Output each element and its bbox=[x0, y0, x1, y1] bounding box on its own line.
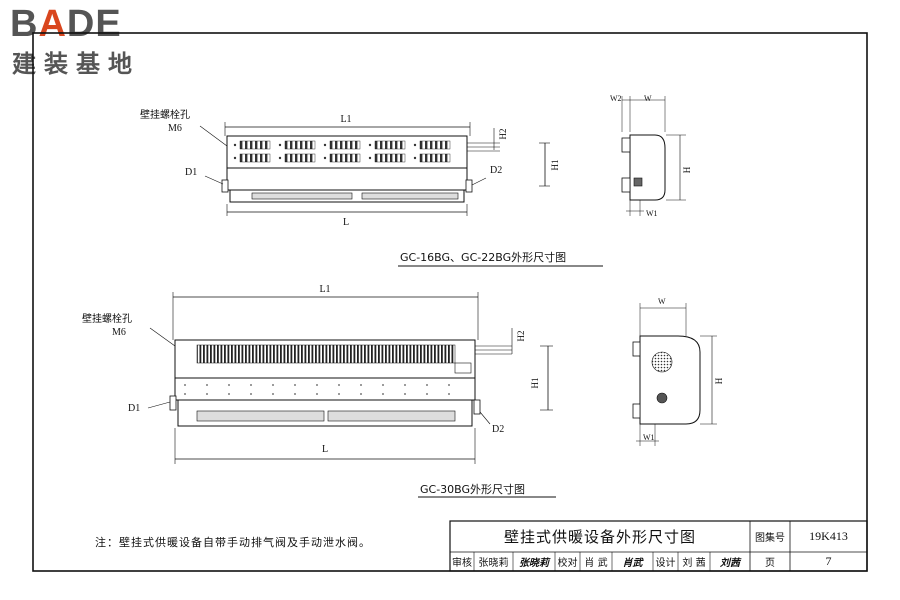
panel-dot bbox=[338, 384, 340, 386]
drawing2-caption: GC-30BG外形尺寸图 bbox=[420, 482, 525, 496]
title-block-title: 壁挂式供暖设备外形尺寸图 bbox=[503, 528, 696, 546]
grill-block bbox=[239, 153, 271, 163]
panel-dot bbox=[250, 384, 252, 386]
drawing1-side-view: W2 W W1 H bbox=[610, 94, 692, 218]
reviewer-name: 张晓莉 bbox=[478, 558, 509, 569]
panel-dot bbox=[294, 393, 296, 395]
panel-dot bbox=[250, 393, 252, 395]
d2-side-w1: W1 bbox=[643, 433, 655, 442]
grill-screw bbox=[368, 143, 372, 147]
drawing2-side-view: W W1 H bbox=[632, 297, 724, 446]
panel-dot bbox=[382, 384, 384, 386]
grill-block bbox=[239, 140, 271, 150]
designer-signature: 刘茜 bbox=[720, 558, 740, 569]
panel-dot bbox=[426, 384, 428, 386]
d2-bolt-hole-label: 壁挂螺栓孔 bbox=[82, 312, 132, 325]
logo-accent-letter: A bbox=[38, 3, 67, 45]
panel-dot bbox=[228, 384, 230, 386]
grill-block bbox=[374, 153, 406, 163]
grill-block bbox=[419, 153, 451, 163]
d1-side-w: W bbox=[644, 94, 652, 103]
panel-dot bbox=[426, 393, 428, 395]
panel-dot bbox=[448, 393, 450, 395]
grill-block bbox=[284, 140, 316, 150]
grill-screw bbox=[233, 156, 237, 160]
panel-dot bbox=[404, 384, 406, 386]
review-label: 审核 bbox=[452, 558, 472, 569]
panel-dot bbox=[228, 393, 230, 395]
footnote: 注：壁挂式供暖设备自带手动排气阀及手动泄水阀。 bbox=[95, 536, 371, 549]
panel-dot bbox=[316, 384, 318, 386]
d1-side-w1: W1 bbox=[646, 209, 658, 218]
page-number: 7 bbox=[825, 554, 832, 568]
panel-dot bbox=[206, 393, 208, 395]
panel-dot bbox=[294, 384, 296, 386]
panel-dot bbox=[448, 384, 450, 386]
title-block-frame bbox=[449, 520, 868, 572]
grill-screw bbox=[323, 143, 327, 147]
d1-dim-h1: H1 bbox=[550, 160, 560, 171]
d2-label-d2: D2 bbox=[492, 424, 504, 435]
panel-dot bbox=[184, 393, 186, 395]
drawing1-front-view: L1 L H1 H2 壁挂螺栓孔 M6 D1 bbox=[140, 108, 560, 228]
checker-name: 肖 武 bbox=[584, 558, 608, 569]
atlas-number: 19K413 bbox=[809, 529, 848, 543]
d1-bolt-hole-label: 壁挂螺栓孔 bbox=[140, 108, 190, 121]
d1-side-h: H bbox=[682, 166, 692, 173]
logo-subtitle: 建装基地 bbox=[12, 50, 140, 78]
grill-screw bbox=[233, 143, 237, 147]
d2-dot-rows bbox=[184, 384, 450, 395]
panel-dot bbox=[382, 393, 384, 395]
grill-screw bbox=[278, 143, 282, 147]
drawing2-front-view: L1 L H1 H2 壁挂螺栓孔 M6 D1 D2 bbox=[82, 284, 553, 464]
grill-block bbox=[374, 140, 406, 150]
d1-label-d2: D2 bbox=[490, 165, 502, 176]
panel-dot bbox=[206, 384, 208, 386]
bade-logo: BADE 建装基地 bbox=[10, 4, 175, 84]
grill-screw bbox=[413, 143, 417, 147]
grill-screw bbox=[413, 156, 417, 160]
d2-dim-l1: L1 bbox=[319, 284, 330, 295]
grill-screw bbox=[323, 156, 327, 160]
panel-dot bbox=[272, 393, 274, 395]
panel-dot bbox=[360, 384, 362, 386]
panel-dot bbox=[360, 393, 362, 395]
d1-dim-l: L bbox=[343, 217, 349, 228]
grill-screw bbox=[368, 156, 372, 160]
d2-dim-h1: H1 bbox=[530, 378, 540, 389]
d2-dim-h2: H2 bbox=[516, 331, 526, 342]
atlas-number-label: 图集号 bbox=[755, 533, 785, 544]
grill-block bbox=[329, 140, 361, 150]
design-label: 设计 bbox=[655, 558, 676, 569]
grill-block bbox=[284, 153, 316, 163]
logo-wordmark: BADE bbox=[10, 3, 122, 45]
grill-block bbox=[419, 140, 451, 150]
d2-side-h: H bbox=[714, 377, 724, 384]
designer-name: 刘 茜 bbox=[682, 558, 706, 569]
page-label: 页 bbox=[765, 558, 775, 569]
panel-dot bbox=[404, 393, 406, 395]
panel-dot bbox=[184, 384, 186, 386]
d1-grill-blocks bbox=[233, 140, 451, 163]
reviewer-signature: 张晓莉 bbox=[519, 558, 549, 569]
d1-dim-h2: H2 bbox=[498, 129, 508, 140]
drawing1-caption: GC-16BG、GC-22BG外形尺寸图 bbox=[400, 250, 566, 264]
d2-bolt-size: M6 bbox=[112, 327, 126, 338]
panel-dot bbox=[316, 393, 318, 395]
d1-bolt-size: M6 bbox=[168, 123, 182, 134]
d1-side-w2: W2 bbox=[610, 94, 622, 103]
checker-signature: 肖武 bbox=[622, 558, 643, 569]
d1-dim-l1: L1 bbox=[340, 114, 351, 125]
d1-label-d1: D1 bbox=[185, 167, 197, 178]
grill-screw bbox=[278, 156, 282, 160]
d2-dim-l: L bbox=[322, 444, 328, 455]
grill-block bbox=[329, 153, 361, 163]
d2-side-w: W bbox=[658, 297, 666, 306]
check-label: 校对 bbox=[557, 558, 578, 569]
panel-dot bbox=[338, 393, 340, 395]
d2-label-d1: D1 bbox=[128, 403, 140, 414]
panel-dot bbox=[272, 384, 274, 386]
